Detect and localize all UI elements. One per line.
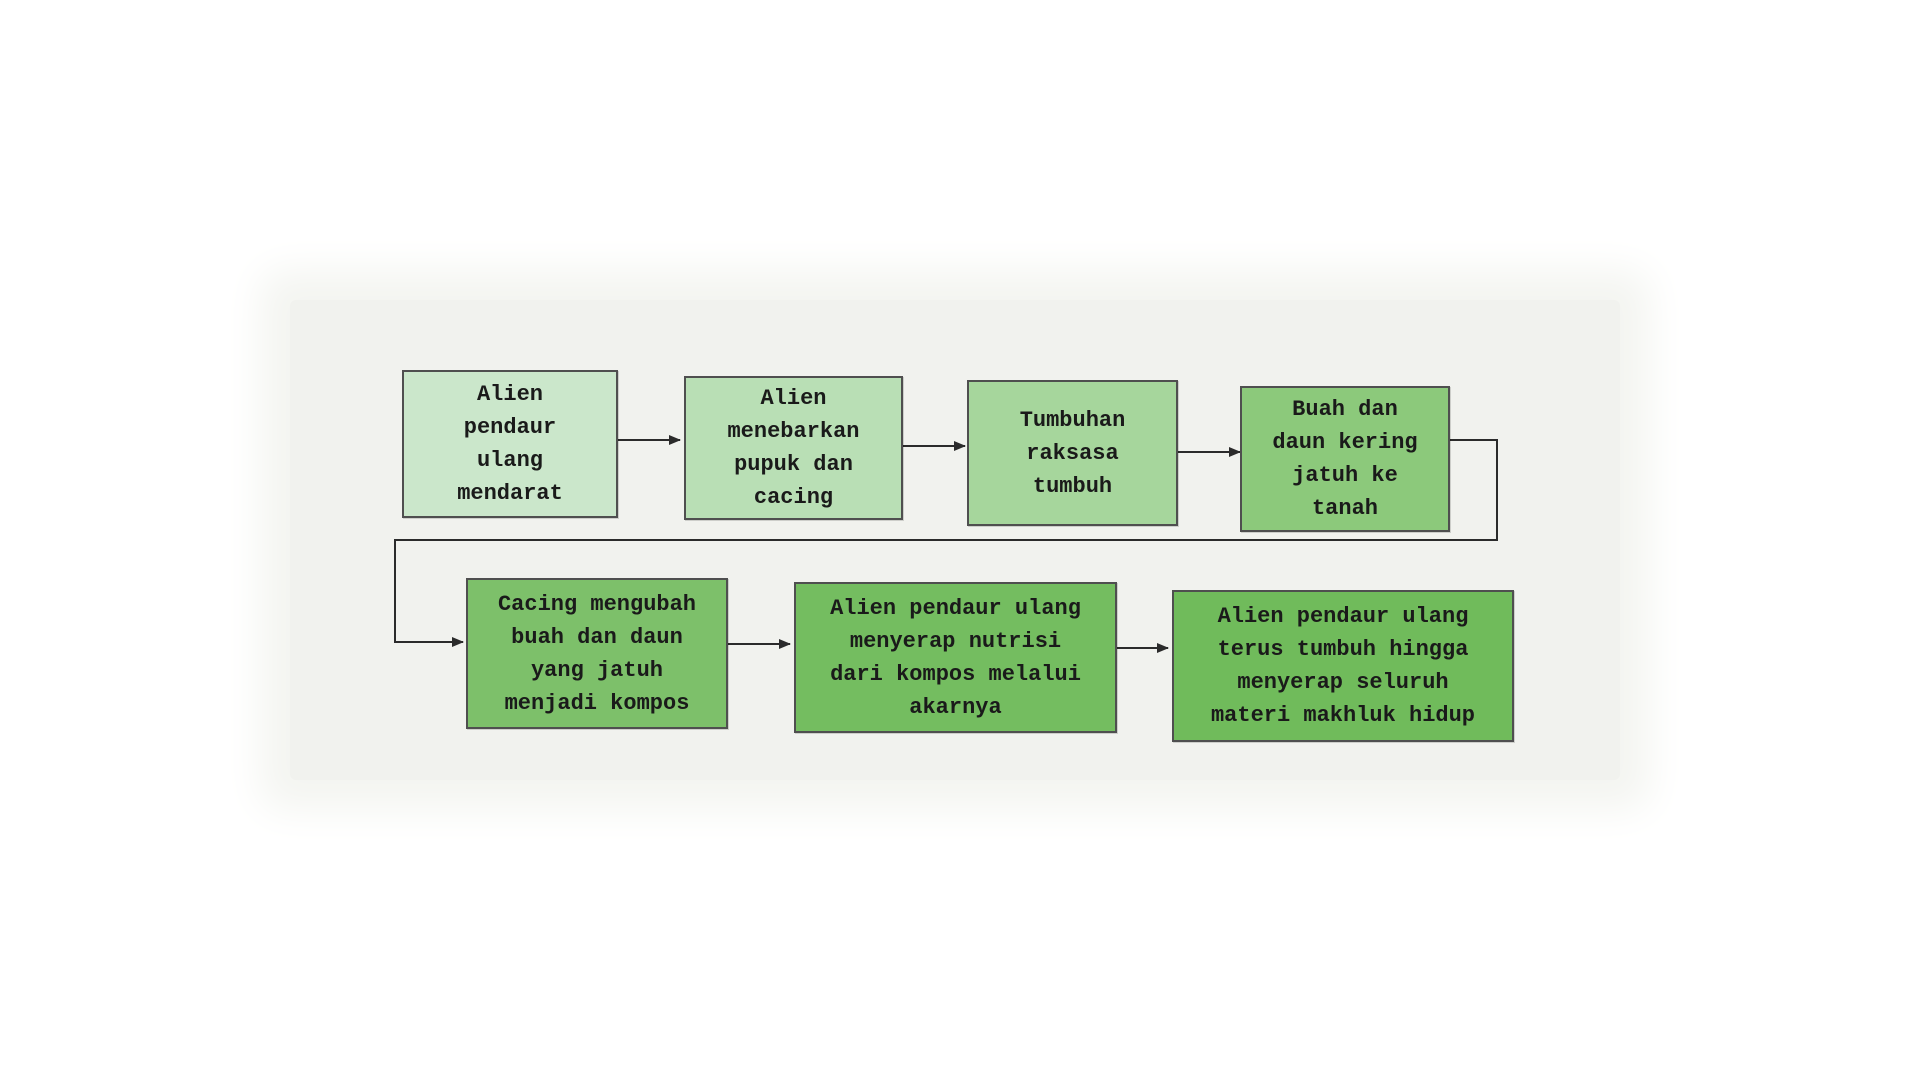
step-5-label: Cacing mengubah buah dan daun yang jatuh…	[497, 591, 697, 716]
step-7-label: Alien pendaur ulang terus tumbuh hingga …	[1210, 604, 1476, 728]
step-2-label: Alien menebarkan pupuk dan cacing	[727, 386, 860, 510]
step-6-label: Alien pendaur ulang menyerap nutrisi dar…	[830, 595, 1081, 720]
step-2-box: Alien menebarkan pupuk dan cacing	[684, 376, 903, 520]
step-4-label: Buah dan daun kering jatuh ke tanah	[1272, 397, 1418, 521]
step-4-box: Buah dan daun kering jatuh ke tanah	[1240, 386, 1450, 532]
step-3-box: Tumbuhan raksasa tumbuh	[967, 380, 1178, 526]
step-3-label: Tumbuhan raksasa tumbuh	[1019, 407, 1126, 499]
step-7-box: Alien pendaur ulang terus tumbuh hingga …	[1172, 590, 1514, 742]
step-6-box: Alien pendaur ulang menyerap nutrisi dar…	[794, 582, 1117, 733]
step-5-box: Cacing mengubah buah dan daun yang jatuh…	[466, 578, 728, 729]
step-1-label: Alien pendaur ulang mendarat	[457, 382, 563, 506]
step-1-box: Alien pendaur ulang mendarat	[402, 370, 618, 518]
